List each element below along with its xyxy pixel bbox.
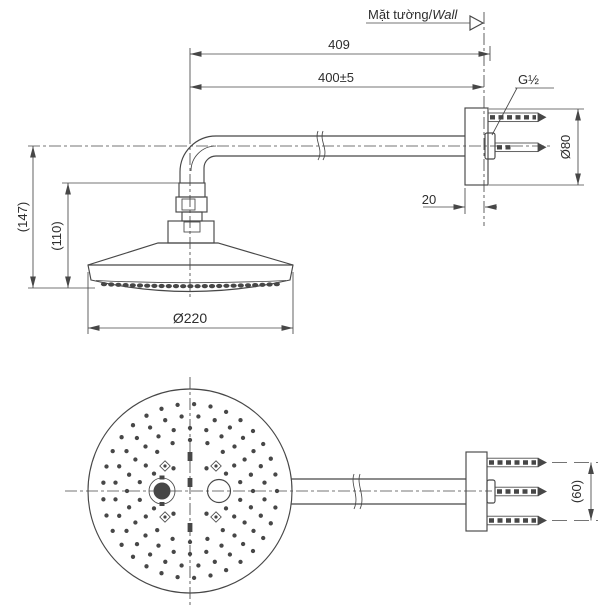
dim-arm-to-wall-label: 400±5 [318,70,354,85]
center-spray-open [206,478,232,504]
pipe-break-mark [316,130,321,161]
dim-arm-overall: 409 [190,37,491,61]
head-face-outline [87,388,293,594]
shower-head-profile [87,242,294,293]
dim-pin-spacing-label: (60) [569,480,584,503]
wall-annotation: Mặt tường/Wall [366,7,485,31]
dim-head-diameter: Ø220 [87,272,294,334]
pipe-break-mark [352,473,357,510]
bottom-view: (60) [65,377,598,608]
pipe-break-mark [358,473,363,510]
center-spray-filled [148,475,176,506]
dim-overall-height-label: (147) [15,202,30,232]
dim-flange-diameter-label: Ø80 [558,135,573,160]
dim-overall-height: (147) [15,146,95,289]
mounting-pin-top [487,112,547,123]
dim-pin-spacing: (60) [552,462,598,521]
dim-head-height-label: (110) [49,221,64,250]
dim-flange-depth-label: 20 [422,192,436,207]
mounting-pin-top [486,457,547,468]
supply-pipe-pin [494,142,547,153]
shower-arm [179,130,465,183]
thread-socket [486,479,496,504]
arm-bottom-view [291,473,466,510]
pipe-break-mark [321,130,326,161]
dim-flange-diameter: Ø80 [489,108,584,186]
nozzle-hole-pattern [101,401,280,581]
leader-line [491,87,518,136]
diamond-nozzles [159,460,222,523]
dim-thread-type-label: G½ [518,72,539,87]
wall-flange [464,107,496,186]
ball-joint-connector [167,182,215,244]
mounting-pin-bottom [486,515,547,526]
dim-arm-overall-label: 409 [328,37,350,52]
wall-label: Mặt tường/Wall [368,7,458,22]
dim-thread-type: G½ [491,72,554,136]
wall-arrow-icon [469,15,485,31]
center-slot-nozzles [187,452,193,532]
dim-head-height: (110) [49,182,200,288]
supply-pipe-pin [494,486,547,497]
side-view: Mặt tường/Wall 409 400±5 [15,7,584,334]
dim-arm-to-wall: 400±5 [190,70,484,90]
dim-flange-depth: 20 [422,188,497,214]
dim-head-diameter-label: Ø220 [173,310,207,326]
spray-nozzle-band [100,282,280,289]
